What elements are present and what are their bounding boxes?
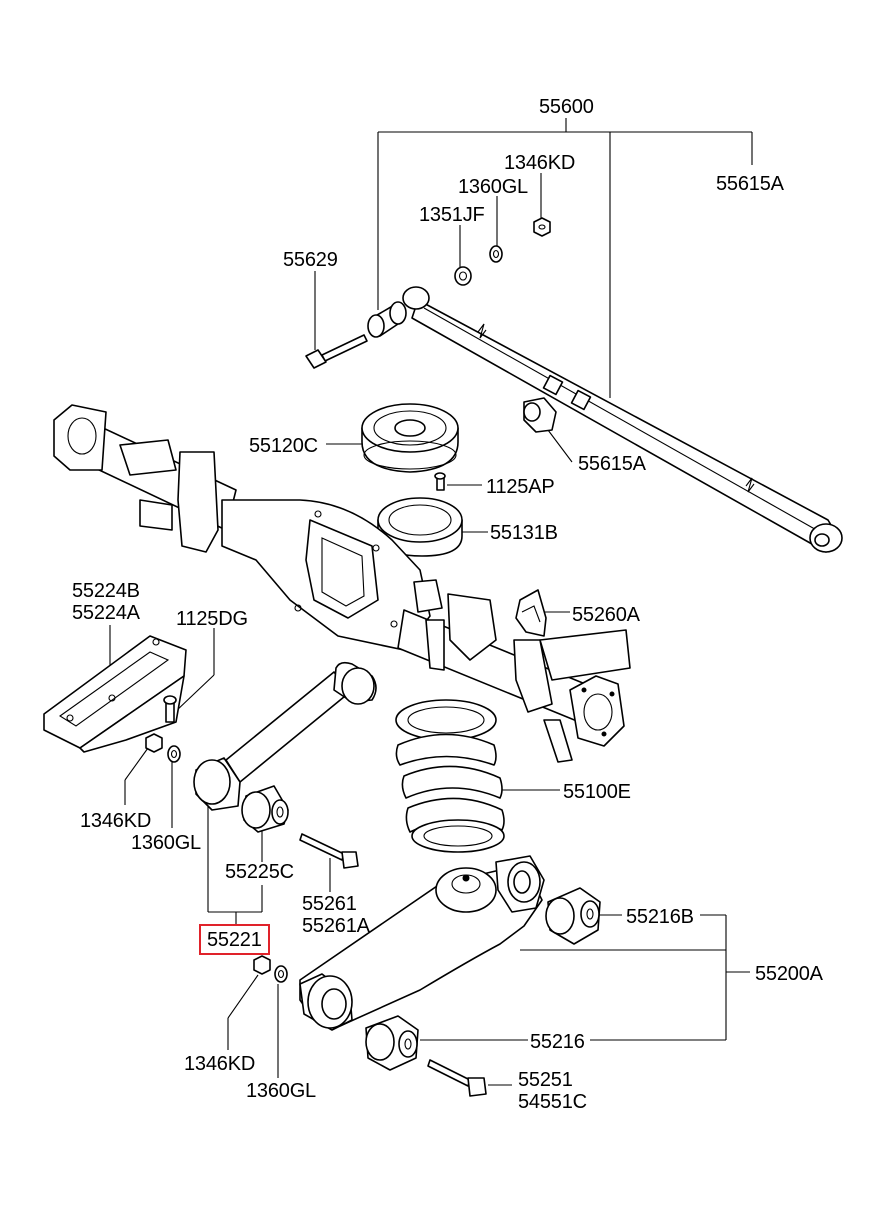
leader-lines [109, 118, 753, 1086]
label-54551C[interactable]: 54551C [518, 1091, 587, 1113]
label-1360GL-bottom[interactable]: 1360GL [246, 1080, 316, 1102]
coil-spring-55100E [395, 699, 505, 853]
upper-arm-55221 [193, 661, 377, 811]
label-55225C[interactable]: 55225C [225, 861, 294, 883]
washer-1360GL-top [489, 245, 503, 263]
label-55224B[interactable]: 55224B [72, 580, 140, 602]
label-1125DG[interactable]: 1125DG [176, 608, 248, 630]
bolt-1125DG [163, 695, 177, 723]
bracket-55260A [515, 589, 547, 637]
label-55120C[interactable]: 55120C [249, 435, 318, 457]
label-55260A[interactable]: 55260A [572, 604, 640, 626]
label-55224A[interactable]: 55224A [72, 602, 140, 624]
label-55221-highlighted[interactable]: 55221 [199, 924, 270, 955]
label-1125AP[interactable]: 1125AP [486, 476, 555, 498]
bolt-55251 [427, 1059, 487, 1097]
bushing-55629 [367, 301, 407, 338]
bushing-55225C [241, 785, 289, 833]
bolt-55629 [305, 334, 368, 369]
nut-1346KD-left [145, 733, 163, 753]
label-55261A[interactable]: 55261A [302, 915, 370, 937]
label-55131B[interactable]: 55131B [490, 522, 558, 544]
label-55251[interactable]: 55251 [518, 1069, 573, 1091]
label-55629[interactable]: 55629 [283, 249, 338, 271]
label-55615A-mid[interactable]: 55615A [578, 453, 646, 475]
lateral-rod [402, 286, 843, 553]
label-55100E[interactable]: 55100E [563, 781, 631, 803]
label-1346KD-top[interactable]: 1346KD [504, 152, 576, 174]
bushing-55216B [545, 887, 601, 945]
bolt-1125AP [434, 472, 446, 491]
spring-seat-55120C [361, 403, 459, 473]
label-55600[interactable]: 55600 [539, 96, 594, 118]
label-55200A[interactable]: 55200A [755, 963, 823, 985]
nut-1346KD-top [533, 217, 551, 237]
label-55216[interactable]: 55216 [530, 1031, 585, 1053]
bracket-55224 [43, 635, 187, 753]
label-1346KD-bottom[interactable]: 1346KD [184, 1053, 256, 1075]
bracket-55615A [523, 397, 557, 433]
label-1360GL-top[interactable]: 1360GL [458, 176, 528, 198]
label-55261[interactable]: 55261 [302, 893, 357, 915]
washer-1360GL-bottom [274, 965, 288, 983]
washer-1360GL-left [167, 745, 181, 763]
label-1351JF[interactable]: 1351JF [419, 204, 485, 226]
bushing-55216 [365, 1015, 419, 1071]
label-55615A-top[interactable]: 55615A [716, 173, 784, 195]
lower-arm-55200A [299, 855, 545, 1031]
bolt-55261 [299, 833, 359, 869]
label-55216B[interactable]: 55216B [626, 906, 694, 928]
washer-1351JF [454, 266, 472, 286]
label-1346KD-left[interactable]: 1346KD [80, 810, 152, 832]
label-1360GL-left[interactable]: 1360GL [131, 832, 201, 854]
nut-1346KD-bottom [253, 955, 271, 975]
axle-housing [53, 404, 631, 763]
